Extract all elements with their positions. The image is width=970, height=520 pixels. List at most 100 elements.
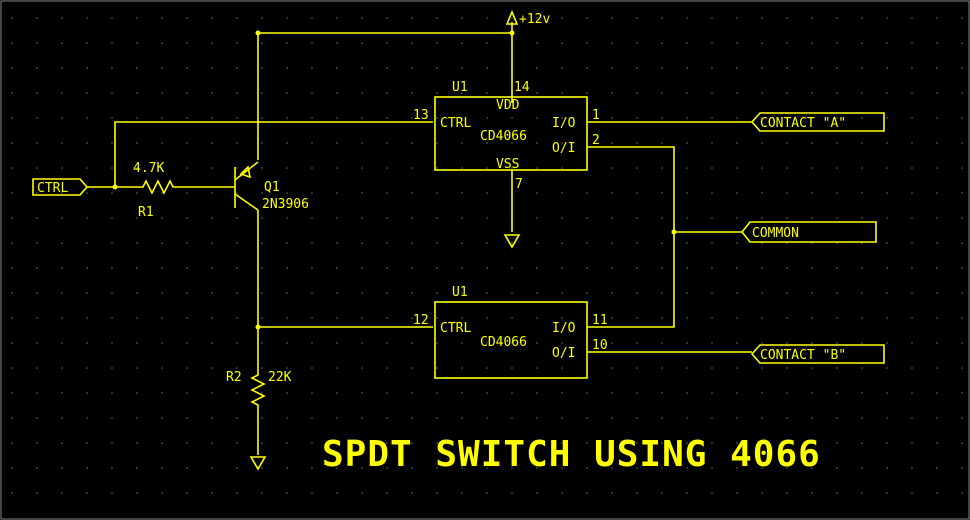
grid-dot xyxy=(786,417,788,419)
grid-dot xyxy=(436,142,438,144)
grid-dot xyxy=(236,117,238,119)
grid-dot xyxy=(586,467,588,469)
grid-dot xyxy=(511,367,513,369)
grid-dot xyxy=(111,442,113,444)
grid-dot xyxy=(811,92,813,94)
grid-dot xyxy=(261,217,263,219)
grid-dot xyxy=(311,342,313,344)
grid-dot xyxy=(736,292,738,294)
grid-dot xyxy=(186,242,188,244)
grid-dot xyxy=(411,392,413,394)
grid-dot xyxy=(686,492,688,494)
grid-dot xyxy=(186,117,188,119)
grid-dot xyxy=(161,492,163,494)
grid-dot xyxy=(561,92,563,94)
power-label: +12v xyxy=(519,12,550,27)
grid-dot xyxy=(536,17,538,19)
grid-dot xyxy=(461,142,463,144)
grid-dot xyxy=(261,192,263,194)
grid-dot xyxy=(811,292,813,294)
grid-dot xyxy=(936,392,938,394)
grid-dot xyxy=(386,192,388,194)
grid-dot xyxy=(236,42,238,44)
grid-dot xyxy=(336,267,338,269)
grid-dot xyxy=(586,292,588,294)
grid-dot xyxy=(786,117,788,119)
grid-dot xyxy=(936,467,938,469)
grid-dot xyxy=(61,192,63,194)
grid-dot xyxy=(386,342,388,344)
grid-dot xyxy=(936,142,938,144)
grid-dot xyxy=(636,417,638,419)
grid-dot xyxy=(161,342,163,344)
grid-dot xyxy=(136,292,138,294)
grid-dot xyxy=(336,17,338,19)
port-contact-b xyxy=(750,344,885,364)
grid-dot xyxy=(611,442,613,444)
grid-dot xyxy=(286,317,288,319)
grid-dot xyxy=(786,467,788,469)
grid-dot xyxy=(536,67,538,69)
grid-dot xyxy=(486,442,488,444)
grid-dot xyxy=(711,442,713,444)
grid-dot xyxy=(461,392,463,394)
grid-dot xyxy=(336,142,338,144)
grid-dot xyxy=(386,92,388,94)
grid-dot xyxy=(61,492,63,494)
grid-dot xyxy=(311,17,313,19)
grid-dot xyxy=(386,392,388,394)
grid-dot xyxy=(11,217,13,219)
grid-dot xyxy=(886,492,888,494)
grid-dot xyxy=(936,367,938,369)
grid-dot xyxy=(886,392,888,394)
grid-dot xyxy=(261,292,263,294)
u1-top-io: I/O xyxy=(552,116,576,131)
grid-dot xyxy=(411,492,413,494)
grid-dot xyxy=(511,292,513,294)
grid-dot xyxy=(761,17,763,19)
grid-dot xyxy=(886,17,888,19)
grid-dot xyxy=(411,292,413,294)
grid-dot xyxy=(61,292,63,294)
grid-dot xyxy=(361,292,363,294)
grid-dot xyxy=(811,17,813,19)
grid-dot xyxy=(611,342,613,344)
grid-dot xyxy=(261,17,263,19)
grid-dot xyxy=(836,92,838,94)
grid-dot xyxy=(486,192,488,194)
grid-dot xyxy=(811,217,813,219)
grid-dot xyxy=(411,242,413,244)
grid-dot xyxy=(411,117,413,119)
grid-dot xyxy=(261,117,263,119)
grid-dot xyxy=(586,242,588,244)
grid-dot xyxy=(486,242,488,244)
grid-dot xyxy=(511,492,513,494)
grid-dot xyxy=(486,342,488,344)
grid-dot xyxy=(911,492,913,494)
grid-dot xyxy=(311,467,313,469)
grid-dot xyxy=(61,217,63,219)
grid-dot xyxy=(186,267,188,269)
grid-dot xyxy=(186,392,188,394)
grid-dot xyxy=(711,467,713,469)
grid-dot xyxy=(561,392,563,394)
grid-dot xyxy=(411,217,413,219)
grid-dot xyxy=(236,67,238,69)
grid-dot xyxy=(436,167,438,169)
grid-dot xyxy=(836,142,838,144)
grid-dot xyxy=(861,292,863,294)
grid-dot xyxy=(361,217,363,219)
grid-dot xyxy=(111,142,113,144)
grid-dot xyxy=(786,167,788,169)
grid-dot xyxy=(711,342,713,344)
grid-dot xyxy=(386,142,388,144)
grid-dot xyxy=(636,92,638,94)
grid-dot xyxy=(411,417,413,419)
grid-dot xyxy=(386,292,388,294)
grid-dot xyxy=(361,42,363,44)
grid-dot xyxy=(511,342,513,344)
u1-bottom-box xyxy=(434,301,588,379)
u1-top-box xyxy=(434,96,588,171)
grid-dot xyxy=(861,42,863,44)
grid-dot xyxy=(286,367,288,369)
